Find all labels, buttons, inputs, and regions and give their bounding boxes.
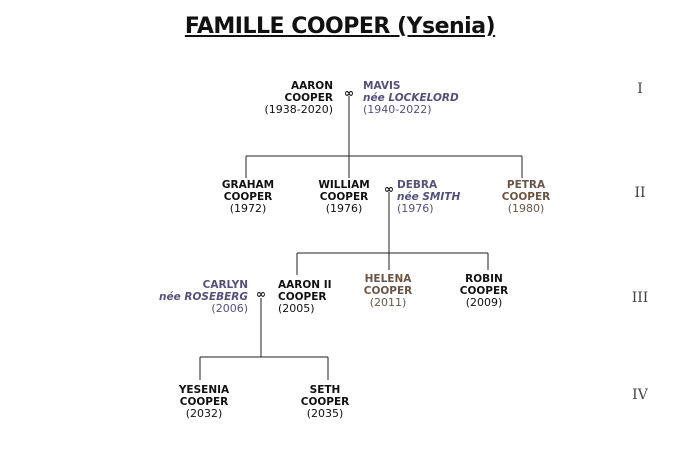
first-name: WILLIAM <box>318 179 370 191</box>
years: (2035) <box>306 407 344 420</box>
last-name: COOPER <box>319 191 369 203</box>
person-graham: GRAHAM COOPER (1972) <box>193 179 303 215</box>
person-seth: SETH COOPER (2035) <box>270 384 380 420</box>
last-name: COOPER <box>223 191 273 203</box>
years: (1940-2022) <box>363 103 432 116</box>
maiden-name: née LOCKELORD <box>363 92 459 104</box>
maiden-name: née ROSEBERG <box>159 291 248 303</box>
years: (2006) <box>211 302 248 315</box>
last-name: COOPER <box>300 396 350 408</box>
last-name: COOPER <box>459 285 509 297</box>
first-name: GRAHAM <box>221 179 275 191</box>
last-name: COOPER <box>501 191 551 203</box>
first-name: AARON II <box>278 279 332 291</box>
chart-title: FAMILLE COOPER (Ysenia) <box>184 14 496 39</box>
first-name: ROBIN <box>465 273 503 285</box>
person-mavis: MAVIS née LOCKELORD (1940-2022) <box>363 80 493 116</box>
person-yesenia: YESENIA COOPER (2032) <box>149 384 259 420</box>
years: (1972) <box>229 202 267 215</box>
first-name: DEBRA <box>397 179 438 191</box>
first-name: MAVIS <box>363 80 401 92</box>
first-name: CARLYN <box>202 279 248 291</box>
first-name: AARON <box>290 80 333 92</box>
first-name: YESENIA <box>178 384 230 396</box>
last-name: COOPER <box>179 396 229 408</box>
maiden-name: née SMITH <box>397 191 461 203</box>
person-petra: PETRA COOPER (1980) <box>471 179 581 215</box>
first-name: HELENA <box>364 273 412 285</box>
person-aaron: AARON COOPER (1938-2020) <box>223 80 333 116</box>
generation-label-2: II <box>634 185 646 201</box>
years: (2005) <box>278 302 315 315</box>
person-robin: ROBIN COOPER (2009) <box>429 273 539 309</box>
years: (2032) <box>185 407 223 420</box>
years: (2011) <box>369 296 407 309</box>
marriage-symbol: ∞ <box>384 182 394 196</box>
first-name: PETRA <box>506 179 546 191</box>
last-name: COOPER <box>284 92 333 104</box>
years: (1976) <box>397 202 434 215</box>
person-william: WILLIAM COOPER (1976) <box>289 179 399 215</box>
person-aaron2: AARON II COOPER (2005) <box>278 279 388 315</box>
marriage-symbol: ∞ <box>256 287 266 301</box>
person-carlyn: CARLYN née ROSEBERG (2006) <box>138 279 248 315</box>
marriage-symbol: ∞ <box>344 86 354 100</box>
last-name: COOPER <box>363 285 413 297</box>
last-name: COOPER <box>278 291 327 303</box>
years: (1938-2020) <box>264 103 333 116</box>
generation-label-1: I <box>637 81 643 97</box>
generation-label-3: III <box>631 290 649 306</box>
years: (1976) <box>325 202 363 215</box>
years: (1980) <box>507 202 545 215</box>
person-debra: DEBRA née SMITH (1976) <box>397 179 507 215</box>
first-name: SETH <box>309 384 341 396</box>
generation-label-4: IV <box>632 387 648 403</box>
person-helena: HELENA COOPER (2011) <box>333 273 443 309</box>
years: (2009) <box>465 296 503 309</box>
